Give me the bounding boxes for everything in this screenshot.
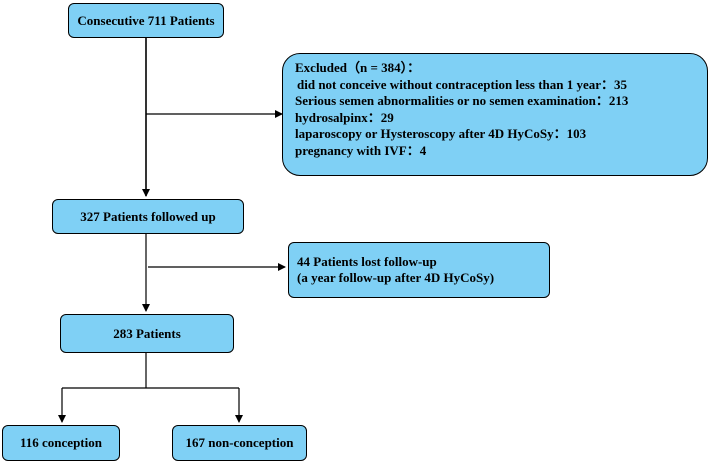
lost-follow-up-line1: 44 Patients lost follow-up <box>297 254 437 269</box>
box-conception-label: 116 conception <box>20 435 102 450</box>
box-consecutive-patients-label: Consecutive 711 Patients <box>77 12 215 28</box>
box-lost-follow-up: 44 Patients lost follow-up (a year follo… <box>288 242 550 298</box>
box-conception: 116 conception <box>2 425 120 461</box>
box-followed-up-label: 327 Patients followed up <box>80 208 216 224</box>
excluded-item-laparoscopy: laparoscopy or Hysteroscopy after 4D HyC… <box>295 126 587 141</box>
box-non-conception-label: 167 non-conception <box>185 435 294 450</box>
box-excluded: Excluded（n = 384）： did not conceive with… <box>282 53 708 176</box>
excluded-item-hydrosalpinx: hydrosalpinx：29 <box>295 109 394 125</box>
excluded-item-no-conception: did not conceive without contraception l… <box>297 76 628 92</box>
excluded-title: Excluded（n = 384）： <box>295 60 421 75</box>
box-non-conception: 167 non-conception <box>172 425 307 461</box>
excluded-item-semen: Serious semen abnormalities or no semen … <box>295 93 629 108</box>
excluded-item-ivf: pregnancy with IVF：4 <box>295 142 427 158</box>
box-consecutive-patients: Consecutive 711 Patients <box>68 3 224 38</box>
box-remaining-patients: 283 Patients <box>60 314 234 353</box>
box-followed-up: 327 Patients followed up <box>52 199 244 234</box>
lost-follow-up-line2: (a year follow-up after 4D HyCoSy) <box>297 270 495 285</box>
box-remaining-patients-label: 283 Patients <box>113 325 181 341</box>
